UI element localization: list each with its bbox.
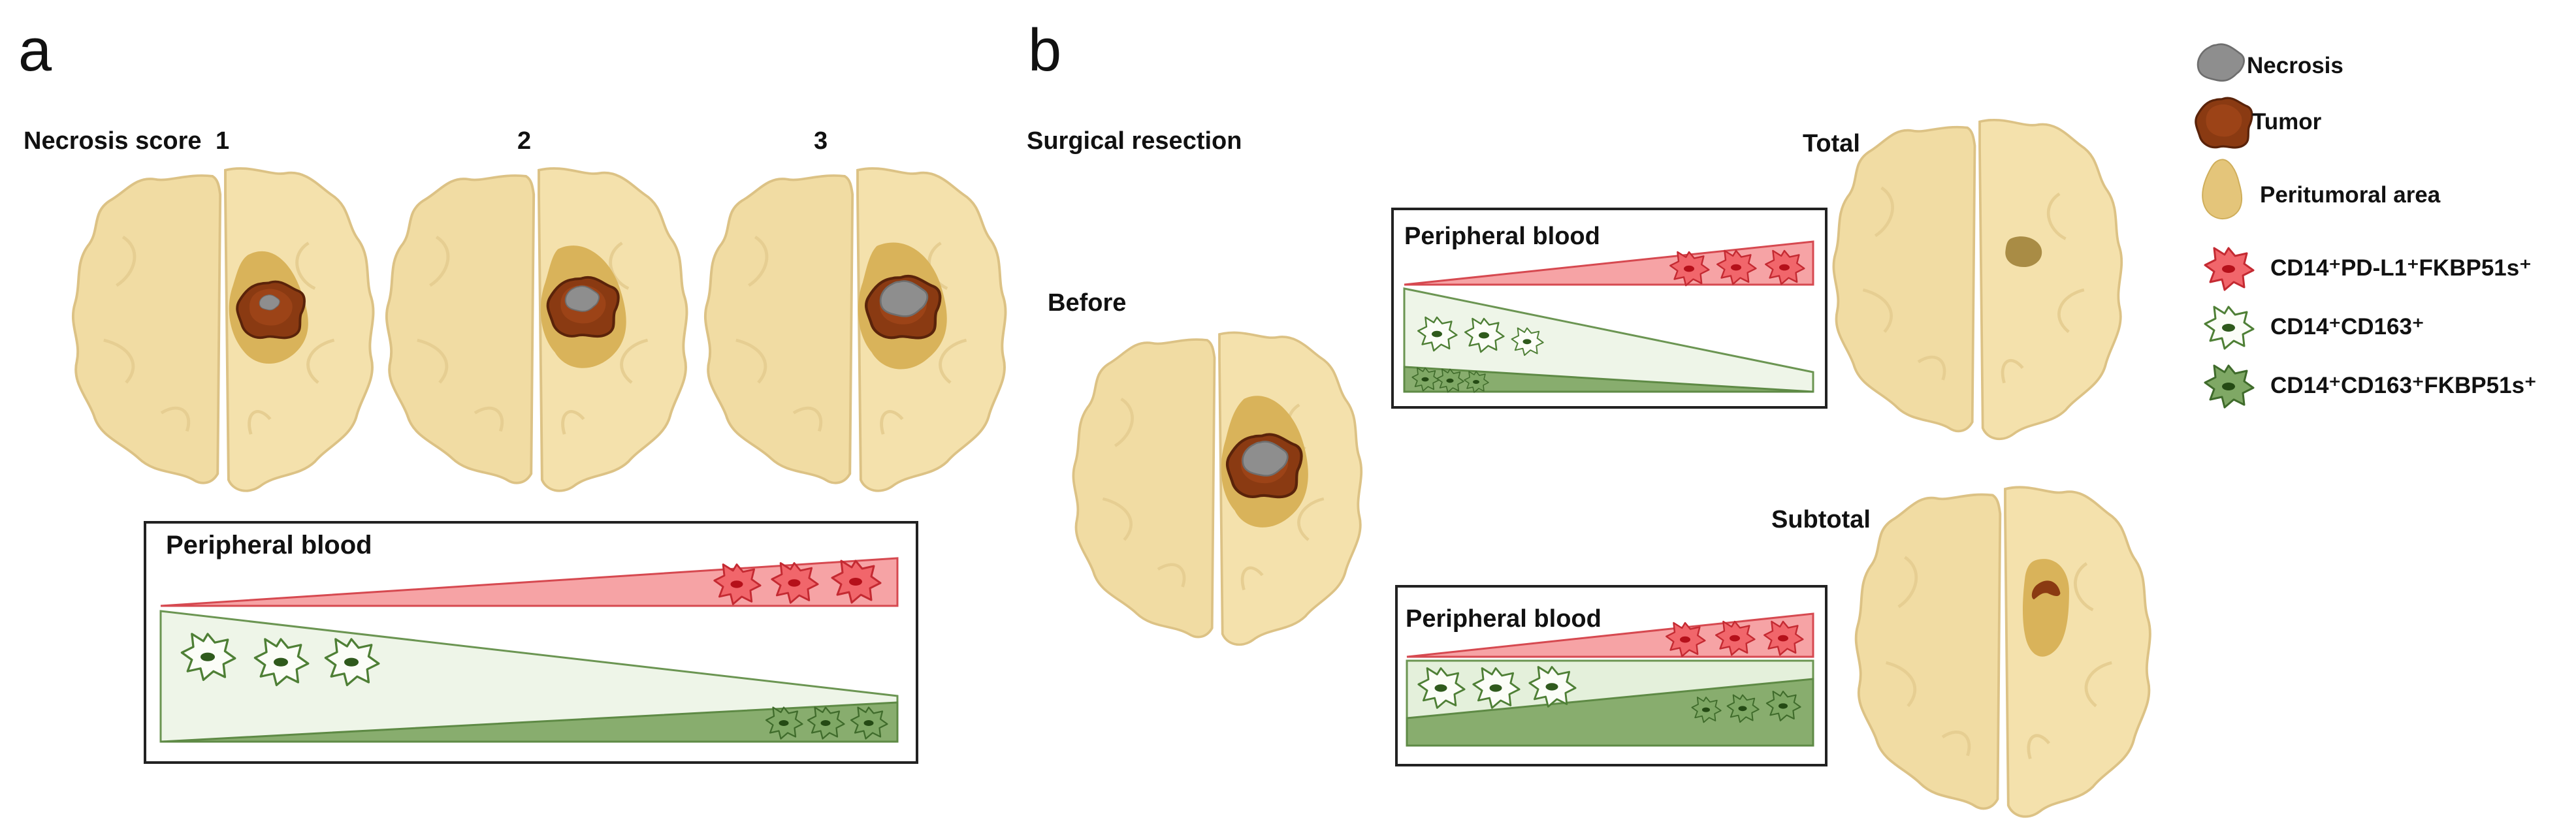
- light-green-cell-icon: [2204, 306, 2255, 350]
- necrosis-score-label: Necrosis score: [24, 127, 202, 155]
- dark-green-wedge-subtotal: [1406, 678, 1814, 747]
- necrosis-score-1: 1: [216, 127, 229, 155]
- tumor-residual: [2031, 580, 2061, 600]
- legend-dark-green-cell: CD14⁺CD163⁺FKBP51s⁺: [2204, 364, 2537, 409]
- necrosis-score-3: 3: [814, 127, 828, 155]
- surgical-resection-label: Surgical resection: [1027, 127, 1242, 155]
- panel-a: a Necrosis score 1 2 3 Periphe: [18, 17, 1006, 764]
- legend-light-green-cell: CD14⁺CD163⁺: [2204, 306, 2424, 350]
- brain-before: [1073, 332, 1361, 644]
- legend-red-cell: CD14⁺PD-L1⁺FKBP51s⁺: [2204, 247, 2532, 291]
- dark-green-cell-icon: [2204, 364, 2255, 409]
- peritumoral-area: [2022, 559, 2069, 657]
- brain-total: [1833, 120, 2121, 439]
- subtotal-label: Subtotal: [1771, 506, 1871, 533]
- legend-light-green-cell-label: CD14⁺CD163⁺: [2270, 314, 2424, 339]
- brain-subtotal: [1856, 487, 2150, 816]
- dark-green-wedge-total: [1403, 366, 1814, 393]
- brain-score-3: [705, 168, 1006, 491]
- total-label: Total: [1803, 130, 1860, 157]
- legend-tumor: Tumor: [2195, 97, 2322, 149]
- peripheral-blood-box-total: Peripheral blood: [1391, 208, 1827, 409]
- panel-a-letter: a: [18, 17, 52, 84]
- panel-b: b Surgical resection Before Total Subtot…: [1027, 17, 2150, 817]
- brain-score-1: [73, 168, 374, 491]
- legend-dark-green-cell-label: CD14⁺CD163⁺FKBP51s⁺: [2270, 373, 2537, 398]
- red-wedge-total: [1404, 240, 1814, 286]
- dark-green-wedge-a: [160, 701, 899, 743]
- peripheral-blood-title-total: Peripheral blood: [1404, 223, 1600, 250]
- legend: Necrosis Tumor Peritumoral area CD14⁺PD-…: [2195, 43, 2537, 409]
- peripheral-blood-title-a: Peripheral blood: [166, 531, 372, 560]
- peritumoral-icon: [2202, 159, 2243, 220]
- resection-cavity: [2005, 236, 2042, 268]
- legend-necrosis-label: Necrosis: [2247, 53, 2343, 78]
- panel-b-letter: b: [1028, 17, 1061, 84]
- legend-peritumoral-label: Peritumoral area: [2260, 182, 2441, 208]
- necrosis-score-2: 2: [517, 127, 531, 155]
- peripheral-blood-box-subtotal: Peripheral blood: [1395, 585, 1827, 766]
- red-cell-icon: [2204, 247, 2255, 291]
- before-label: Before: [1048, 289, 1126, 317]
- brain-score-2: [387, 168, 687, 491]
- legend-tumor-label: Tumor: [2252, 109, 2322, 134]
- red-wedge-subtotal: [1406, 612, 1814, 658]
- peripheral-blood-box-a: Peripheral blood: [144, 521, 918, 764]
- legend-peritumoral: Peritumoral area: [2202, 159, 2441, 220]
- peripheral-blood-title-subtotal: Peripheral blood: [1406, 605, 1602, 633]
- red-wedge-a: [160, 557, 899, 607]
- necrosis-icon: [2197, 43, 2245, 82]
- tumor-icon: [2195, 97, 2253, 149]
- legend-red-cell-label: CD14⁺PD-L1⁺FKBP51s⁺: [2270, 255, 2532, 281]
- legend-necrosis: Necrosis: [2197, 43, 2343, 82]
